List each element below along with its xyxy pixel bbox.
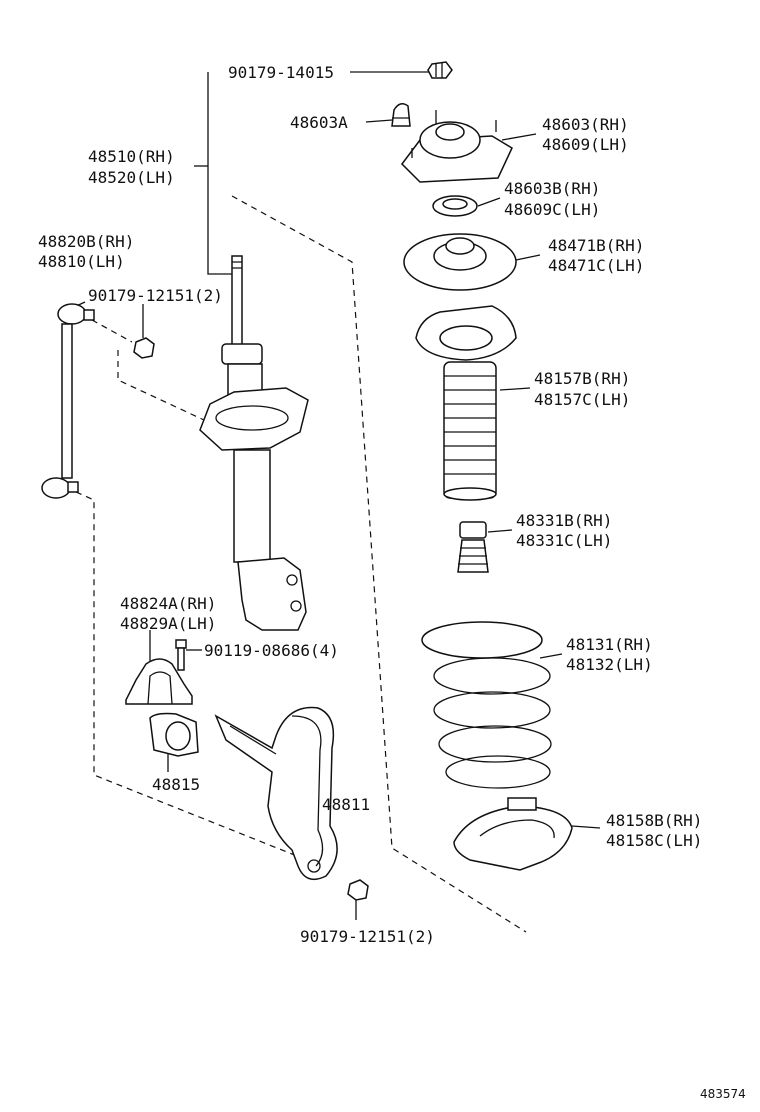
strut-assembly-icon xyxy=(199,255,309,631)
assembly-dashed-line-link-lower xyxy=(75,491,303,859)
label-bearing-rh: 48603B(RH) xyxy=(504,179,600,198)
dust-boot-icon xyxy=(415,305,517,501)
label-nut-top: 90179-14015 xyxy=(228,63,334,82)
label-bracket-rh: 48824A(RH) xyxy=(120,594,216,613)
lower-spring-seat-icon xyxy=(453,797,573,871)
label-stab-bar: 48811 xyxy=(322,795,370,814)
assembly-dashed-line-link-upper xyxy=(91,319,205,421)
coil-spring-icon xyxy=(421,621,552,789)
label-strut-rh: 48510(RH) xyxy=(88,147,175,166)
bump-stopper-icon xyxy=(457,521,489,573)
bearing-icon xyxy=(432,195,478,217)
label-boot-lh: 48157C(LH) xyxy=(534,390,630,409)
label-cap-nut: 48603A xyxy=(290,113,348,132)
stabilizer-bushing-icon xyxy=(149,712,199,757)
stabilizer-bar-icon xyxy=(214,706,338,881)
label-bushing: 48815 xyxy=(152,775,200,794)
bushing-bracket-icon xyxy=(125,658,193,705)
stabilizer-link-icon xyxy=(41,303,95,499)
label-bump-lh: 48331C(LH) xyxy=(516,531,612,550)
label-bolt: 90119-08686(4) xyxy=(204,641,339,660)
label-link-nut: 90179-12151(2) xyxy=(88,286,223,305)
label-upper-seat-lh: 48471C(LH) xyxy=(548,256,644,275)
label-spring-lh: 48132(LH) xyxy=(566,655,653,674)
bottom-nut-icon xyxy=(347,879,369,901)
label-lower-seat-lh: 48158C(LH) xyxy=(606,831,702,850)
strut-mount-icon xyxy=(401,110,513,183)
link-nut-icon xyxy=(133,337,155,359)
assembly-dashed-line-strut xyxy=(231,195,527,933)
top-nut-icon xyxy=(427,61,453,79)
label-bottom-nut: 90179-12151(2) xyxy=(300,927,435,946)
upper-spring-seat-icon xyxy=(403,233,517,291)
label-bearing-lh: 48609C(LH) xyxy=(504,200,600,219)
label-mount-rh: 48603(RH) xyxy=(542,115,629,134)
label-spring-rh: 48131(RH) xyxy=(566,635,653,654)
label-strut-lh: 48520(LH) xyxy=(88,168,175,187)
label-link-rh: 48820B(RH) xyxy=(38,232,134,251)
label-bump-rh: 48331B(RH) xyxy=(516,511,612,530)
label-link-lh: 48810(LH) xyxy=(38,252,125,271)
label-lower-seat-rh: 48158B(RH) xyxy=(606,811,702,830)
cap-nut-icon xyxy=(391,103,411,127)
label-bracket-lh: 48829A(LH) xyxy=(120,614,216,633)
label-mount-lh: 48609(LH) xyxy=(542,135,629,154)
diagram-id: 483574 xyxy=(700,1087,746,1101)
label-boot-rh: 48157B(RH) xyxy=(534,369,630,388)
bracket-bolt-icon xyxy=(175,639,187,671)
label-upper-seat-rh: 48471B(RH) xyxy=(548,236,644,255)
